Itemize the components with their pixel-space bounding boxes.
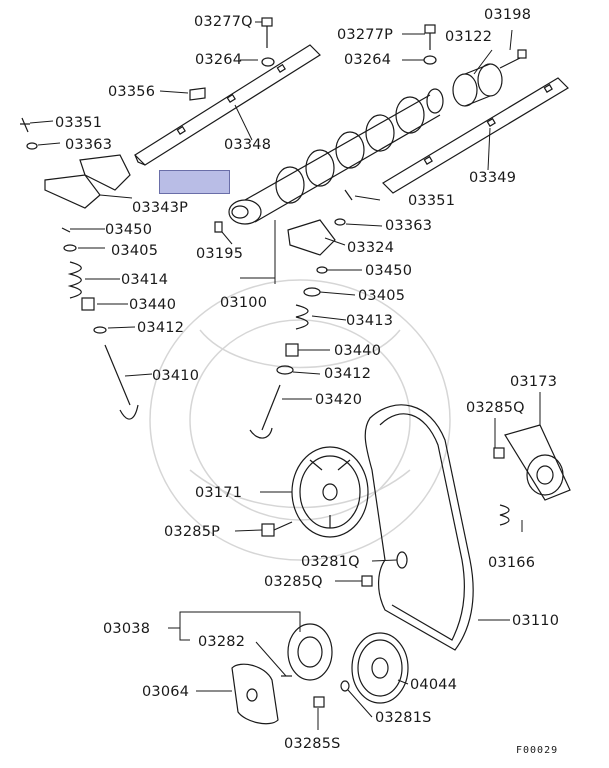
figure-code: F00029 (516, 745, 559, 756)
callout-03363-right[interactable]: 03363 (385, 218, 433, 234)
part-03351-left (20, 117, 30, 133)
callout-03356[interactable]: 03356 (108, 84, 156, 100)
bolt-03285P (261, 521, 293, 537)
callout-03171[interactable]: 03171 (195, 485, 243, 501)
bolt-03277P (423, 24, 437, 65)
leader-lines (29, 21, 541, 730)
callout-03285Q-lower[interactable]: 03285Q (264, 574, 323, 590)
watermark-emblem (149, 279, 451, 561)
rocker-shaft-right (382, 77, 569, 194)
callout-04044[interactable]: 04044 (410, 677, 458, 693)
bolt-03285S (313, 696, 325, 708)
callout-03285S[interactable]: 03285S (284, 736, 341, 752)
crank-sprocket (287, 623, 333, 681)
distributor-adaptor (452, 63, 503, 107)
part-03356 (189, 87, 206, 101)
callout-03166[interactable]: 03166 (488, 555, 536, 571)
bolt-03285Q-lower (361, 575, 373, 587)
valve-train-left (61, 227, 139, 420)
callout-03173[interactable]: 03173 (510, 374, 558, 390)
callout-03277Q[interactable]: 03277Q (194, 14, 253, 30)
valve-train-right (249, 189, 353, 439)
crank-pulley (351, 632, 409, 704)
tensioner (493, 424, 571, 526)
callout-03343P[interactable]: 03343P (132, 200, 189, 216)
callout-03412-left[interactable]: 03412 (137, 320, 185, 336)
callout-03277P[interactable]: 03277P (337, 27, 394, 43)
callout-03100[interactable]: 03100 (220, 295, 268, 311)
callout-03285P[interactable]: 03285P (164, 524, 221, 540)
callout-03440-left[interactable]: 03440 (129, 297, 177, 313)
callout-03420[interactable]: 03420 (315, 392, 363, 408)
callout-03405-right[interactable]: 03405 (358, 288, 406, 304)
pin-03195 (214, 221, 223, 233)
callout-03348[interactable]: 03348 (224, 137, 272, 153)
callout-03038[interactable]: 03038 (103, 621, 151, 637)
callout-03264-right[interactable]: 03264 (344, 52, 392, 68)
part-03363-left (26, 142, 38, 150)
callout-03413[interactable]: 03413 (346, 313, 394, 329)
timing-belt (364, 404, 474, 651)
camshaft (228, 88, 444, 225)
callout-03410[interactable]: 03410 (152, 368, 200, 384)
washer-03281Q (396, 551, 408, 569)
callout-03285Q-upper[interactable]: 03285Q (466, 400, 525, 416)
bolt-03277Q (261, 17, 275, 67)
rocker-arm-right (287, 219, 336, 256)
callout-03351-right[interactable]: 03351 (408, 193, 456, 209)
callout-03351-left[interactable]: 03351 (55, 115, 103, 131)
rocker-shaft-left (134, 44, 321, 166)
washer-03281S (340, 680, 350, 692)
callout-03281S[interactable]: 03281S (375, 710, 432, 726)
callout-03264-left[interactable]: 03264 (195, 52, 243, 68)
callout-03450-right[interactable]: 03450 (365, 263, 413, 279)
callout-03064[interactable]: 03064 (142, 684, 190, 700)
callout-03281Q[interactable]: 03281Q (301, 554, 360, 570)
callout-03440-right[interactable]: 03440 (334, 343, 382, 359)
callout-03414[interactable]: 03414 (121, 272, 169, 288)
callout-03405-left[interactable]: 03405 (111, 243, 159, 259)
callout-03349[interactable]: 03349 (469, 170, 517, 186)
callout-03110[interactable]: 03110 (512, 613, 560, 629)
rocker-arm-left (44, 154, 131, 209)
highlighted-part-box[interactable] (159, 170, 230, 194)
callout-03412-right[interactable]: 03412 (324, 366, 372, 382)
callout-03122[interactable]: 03122 (445, 29, 493, 45)
callout-03282[interactable]: 03282 (198, 634, 246, 650)
callout-03363-left[interactable]: 03363 (65, 137, 113, 153)
callout-03195[interactable]: 03195 (196, 246, 244, 262)
flange (231, 663, 279, 725)
callout-03450-left[interactable]: 03450 (105, 222, 153, 238)
bolt-03198 (499, 49, 527, 69)
callout-03324[interactable]: 03324 (347, 240, 395, 256)
camshaft-sprocket (291, 446, 369, 538)
callout-03198[interactable]: 03198 (484, 7, 532, 23)
